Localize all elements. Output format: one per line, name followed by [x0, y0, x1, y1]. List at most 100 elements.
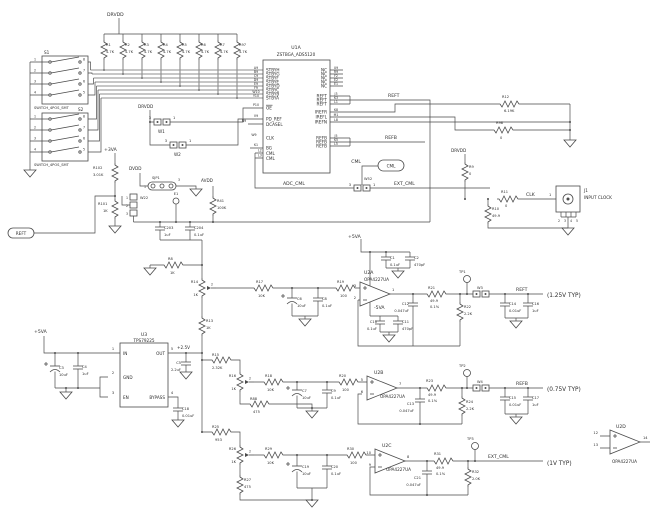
pin-number: K1 — [254, 143, 258, 147]
pin-number: W10 — [252, 90, 259, 94]
voltage-annotation: (0.75V TYP) — [547, 387, 581, 393]
pin-number: 4 — [34, 91, 36, 95]
resistor-r101 — [111, 198, 119, 220]
resistor-value: 100 — [342, 388, 350, 392]
dip-switch-s1[interactable]: S1 1 2 3 4 8 7 6 5 SWITCH_4POS_SMT — [34, 50, 89, 110]
resistor-value: 0 — [469, 172, 472, 176]
connector-label: CML — [387, 164, 397, 169]
stby-bus — [81, 61, 263, 153]
pin-number: U9 — [334, 66, 338, 70]
cap-ref: C14 — [509, 302, 517, 306]
cap-ref: C8 — [322, 297, 328, 301]
resistor-ref: R88 — [250, 397, 258, 401]
resistor-r17 — [251, 284, 276, 292]
pin-number: 7 — [83, 126, 85, 130]
pin-number: 1 — [392, 288, 394, 292]
resistor-r15 — [209, 356, 234, 364]
jumper-w4[interactable] — [472, 384, 490, 392]
resistor-ref: R17 — [256, 280, 263, 284]
resistor-r22 — [456, 301, 464, 323]
jumper-ref: SJP1 — [152, 176, 160, 180]
iref-network: REFT REFB R12 6.19K R98 0 — [343, 93, 577, 222]
cml-generator: R26 1K 2 R27 475 R29 10K C19 10uF C20 0.… — [229, 437, 572, 508]
pin-number: P10 — [253, 103, 259, 107]
cap-ref: C5 — [176, 361, 181, 365]
pin-number: 1 — [373, 183, 375, 187]
cap-ref: C4 — [82, 365, 88, 369]
cap-value: 0.1uF — [322, 304, 332, 308]
resistor-r41 — [209, 195, 217, 217]
reft-flag — [7, 227, 35, 239]
cap-value: 1uF — [532, 309, 539, 313]
jumper-w3[interactable] — [472, 290, 490, 298]
cap-value: 0.047uF — [399, 409, 414, 413]
resistor-value: 4.7K — [125, 50, 134, 54]
resistor-value: 49.9 — [430, 299, 439, 303]
trimpot-r26[interactable] — [237, 445, 254, 465]
resistor-value: 49.9 — [492, 214, 501, 218]
testpoint-label: TP2 — [458, 364, 466, 368]
cap-value: 0.1uF — [390, 263, 400, 267]
resistor-ref: R26 — [229, 447, 237, 451]
testpoint-tp1[interactable] — [463, 275, 471, 283]
voltage-annotation: (1.25V TYP) — [547, 293, 581, 299]
pin-name: CML — [266, 151, 276, 156]
pin-name: REFT — [317, 94, 328, 99]
resistor-r29 — [261, 451, 286, 459]
resistor-value: 2.0K — [472, 477, 481, 481]
pin-number: B9 — [254, 70, 258, 74]
pin-name: GND — [123, 375, 133, 380]
pin-number: 3 — [178, 178, 180, 182]
jumper-w52[interactable] — [353, 184, 371, 192]
ground-symbol — [305, 410, 319, 419]
testpoint-tp2[interactable] — [463, 369, 471, 377]
n5va-net-label: -5VA — [374, 305, 385, 311]
trimpot-r14[interactable] — [199, 278, 216, 298]
pin-name: STBYB — [266, 92, 279, 97]
resistor-ref: R101 — [98, 202, 107, 206]
pin-number: 6 — [361, 390, 364, 394]
solder-jumper-sjp1[interactable]: SJP1 1 3 — [144, 176, 180, 191]
cap-value: 0.1uF — [331, 472, 341, 476]
pin-number: 7 — [399, 382, 401, 386]
net-label-ext-cml-out: EXT_CML — [488, 454, 509, 460]
resistor-ref: R30 — [347, 447, 355, 451]
testpoint-tp3[interactable] — [471, 442, 479, 450]
resistor-value: 6.19K — [504, 109, 515, 113]
cap-c19 — [285, 461, 303, 473]
pin-number: L1 — [334, 100, 338, 104]
jumper-w1[interactable] — [153, 118, 171, 126]
pin-name: IREFL — [315, 115, 327, 120]
ground-symbol — [561, 227, 575, 236]
dip-switch-s2[interactable]: S2 1 2 3 4 8 7 6 5 SWITCH_4POS_SMT — [23, 61, 89, 178]
pin-number: 3 — [112, 391, 114, 395]
jumper-w22[interactable]: W22 1 2 3 — [126, 193, 148, 217]
p5va-net-label: +5VA — [34, 329, 48, 335]
regulator-u3: +5VA C3 10uF C4 1uF U3 TPS79225 1 IN 2 G… — [34, 329, 203, 428]
cml-connector[interactable] — [377, 159, 405, 172]
testpoint-e1[interactable] — [172, 197, 180, 205]
resistor-ref: R13 — [206, 319, 213, 323]
jumper-ref: W3 — [477, 286, 483, 290]
switch-throws[interactable] — [48, 56, 82, 97]
switch-throws[interactable] — [48, 113, 82, 154]
resistor-ref: R32 — [472, 470, 479, 474]
pin-number: 8 — [83, 58, 85, 62]
pin-number: 4 — [34, 148, 36, 152]
resistor-value: 2.32K — [212, 366, 223, 370]
clock-input: DRVDD R9 0 R10 49.9 R11 0 CLK 1 J1 INPUT… — [451, 148, 612, 236]
resistor-value: 4.7K — [182, 50, 191, 54]
pin-number: 3 — [34, 137, 36, 141]
trimpot-r16[interactable] — [237, 372, 254, 392]
opamp-ref: U2D — [616, 424, 626, 430]
pin-name: CLK — [266, 136, 274, 141]
pin-number: N9 — [242, 119, 246, 123]
jumper-w2[interactable] — [169, 141, 187, 149]
ground-symbol — [509, 416, 523, 425]
resistor-r13 — [198, 315, 206, 337]
pin-number: C9 — [254, 74, 258, 78]
cap-value: 1uF — [82, 372, 89, 376]
pin-number: Y10 — [253, 94, 259, 98]
cap-value: 0.047uF — [406, 483, 421, 487]
resistor-value: 100 — [340, 294, 348, 298]
